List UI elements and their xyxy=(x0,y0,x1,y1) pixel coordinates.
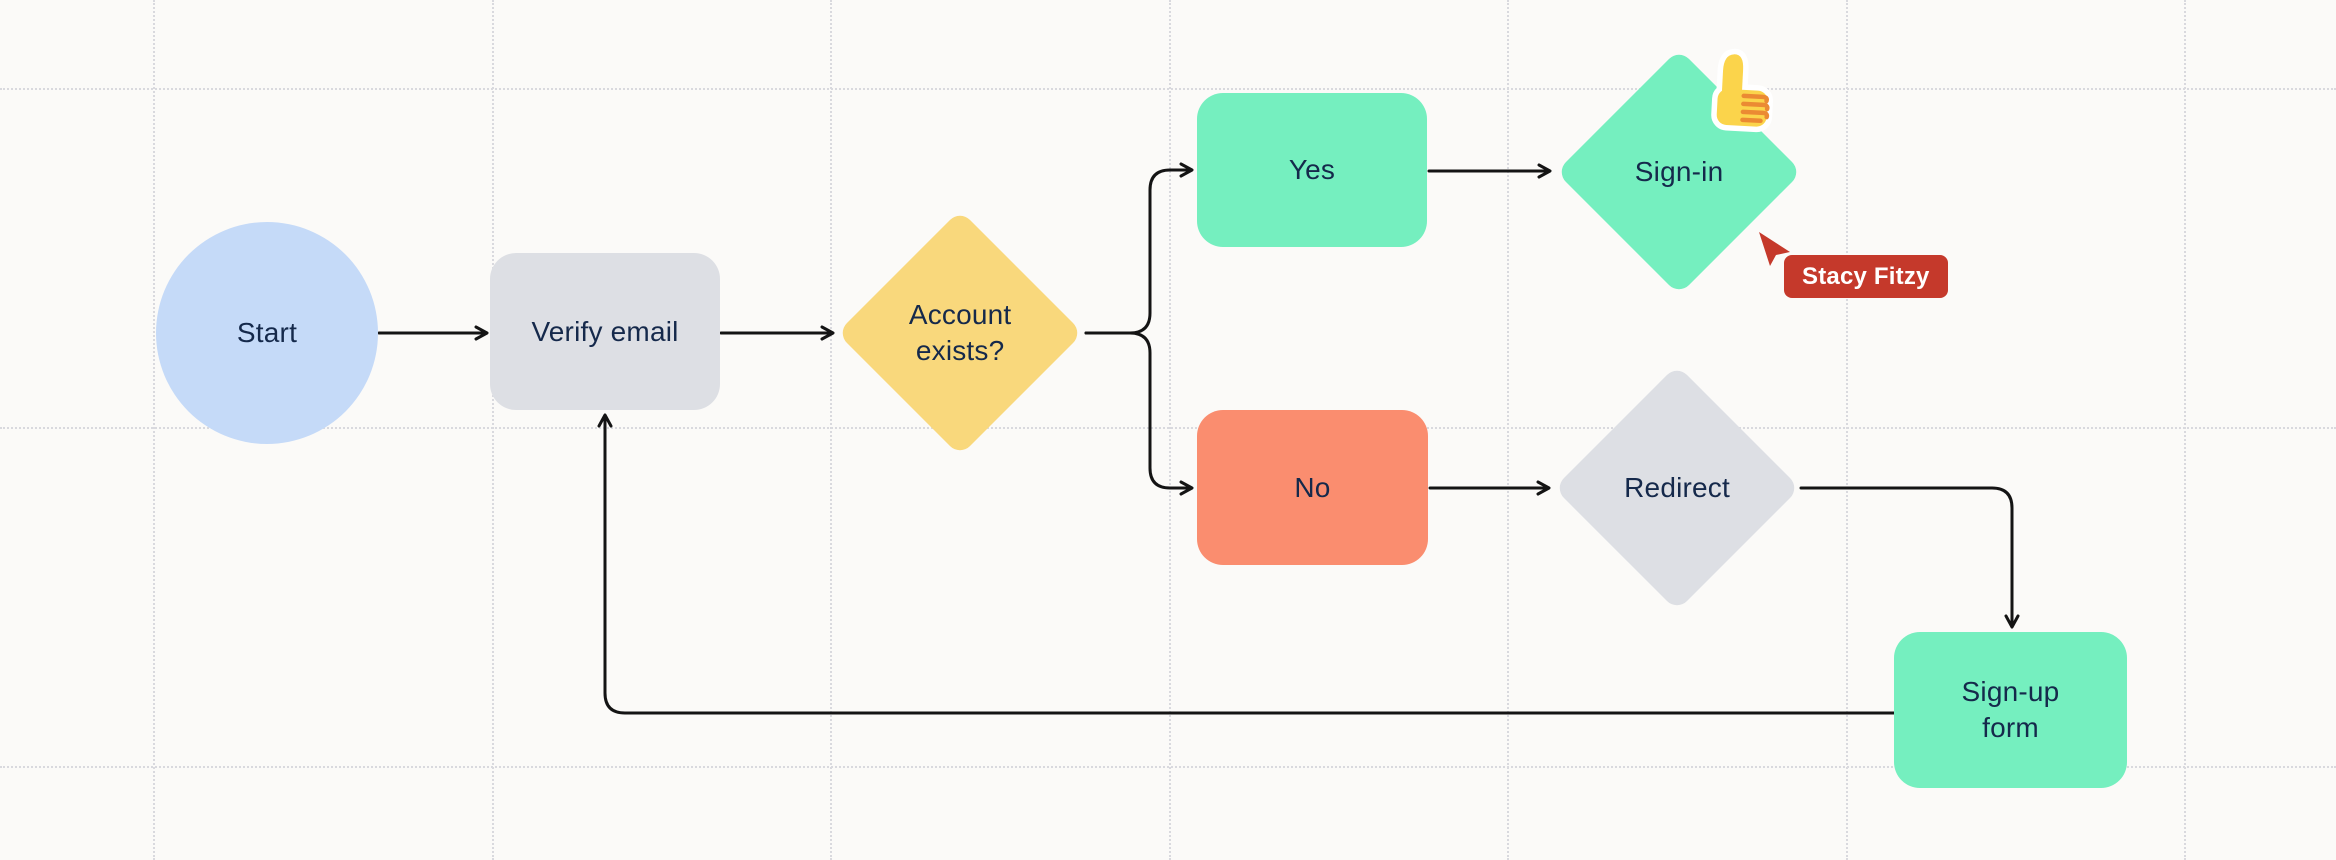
grid-line xyxy=(0,88,2336,90)
node-no-label: No xyxy=(1294,471,1331,503)
connector-account-exists-to-no[interactable] xyxy=(1084,331,1194,496)
grid-line xyxy=(0,427,2336,429)
node-account-exists-label: Account exists? xyxy=(908,299,1012,366)
connector-redirect-to-signup-form[interactable] xyxy=(1799,486,2020,629)
collaborator-cursor-icon xyxy=(1759,232,1790,266)
node-start[interactable]: Start xyxy=(156,222,378,444)
collaborator-name-tag: Stacy Fitzy xyxy=(1784,255,1948,298)
grid-line xyxy=(2184,0,2186,860)
collaborator-name: Stacy Fitzy xyxy=(1802,262,1930,290)
node-yes[interactable]: Yes xyxy=(1197,93,1427,247)
node-no[interactable]: No xyxy=(1197,410,1428,565)
grid-line xyxy=(153,0,155,860)
node-signup-form-label: Sign-up form xyxy=(1961,676,2060,743)
grid-line xyxy=(0,766,2336,768)
connector-account-exists-to-yes[interactable] xyxy=(1084,162,1194,335)
grid-line xyxy=(1507,0,1509,860)
node-redirect-label: Redirect xyxy=(1624,472,1730,504)
thumbs-up-sticker-icon[interactable] xyxy=(1702,44,1791,138)
grid-line xyxy=(830,0,832,860)
grid-line xyxy=(1846,0,1848,860)
node-verify-email-label: Verify email xyxy=(531,315,679,347)
node-verify-email[interactable]: Verify email xyxy=(490,253,720,410)
grid-line xyxy=(492,0,494,860)
node-sign-in-label: Sign-in xyxy=(1634,156,1724,188)
connector-signup-form-to-verify-email[interactable] xyxy=(597,413,1896,715)
node-start-label: Start xyxy=(236,317,298,349)
node-yes-label: Yes xyxy=(1288,154,1336,186)
grid-line xyxy=(1169,0,1171,860)
node-signup-form[interactable]: Sign-up form xyxy=(1894,632,2127,788)
